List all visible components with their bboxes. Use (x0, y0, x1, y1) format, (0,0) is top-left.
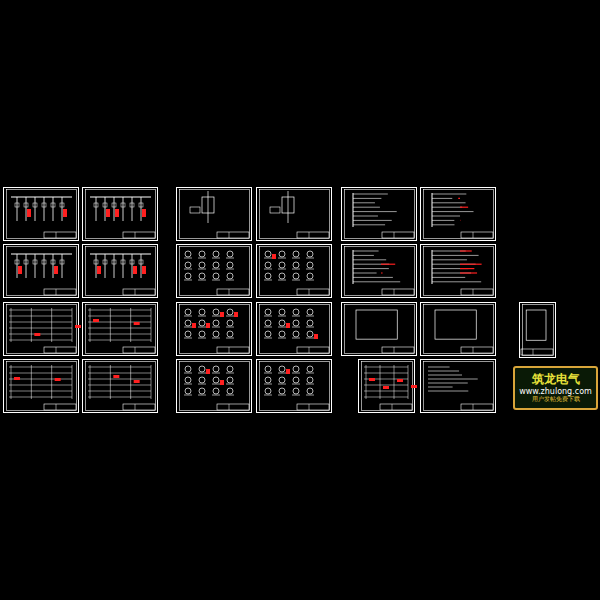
watermark-text: 用户发帖免费下载 (532, 396, 580, 403)
drawing-sheet (177, 245, 252, 298)
drawing-sheet (421, 303, 496, 356)
watermark-box: 筑龙电气www.zhulong.com用户发帖免费下载 (513, 366, 598, 410)
watermark-text: 筑龙电气 (532, 373, 580, 387)
drawing-sheet (83, 245, 158, 298)
drawing-sheet (177, 188, 252, 241)
drawing-sheet (177, 360, 252, 413)
drawing-sheet (83, 188, 158, 241)
drawing-sheet (342, 245, 417, 298)
drawing-sheet (342, 188, 417, 241)
drawing-sheet (83, 360, 158, 413)
drawing-sheet (4, 188, 79, 241)
drawing-sheet (257, 245, 332, 298)
drawing-sheet (421, 360, 496, 413)
drawing-sheet (421, 245, 496, 298)
drawing-sheet (520, 303, 556, 358)
drawing-sheet (4, 303, 82, 356)
drawing-sheet (257, 360, 332, 413)
drawing-sheet (257, 188, 332, 241)
watermark-text: www.zhulong.com (519, 387, 592, 396)
drawing-sheet (177, 303, 252, 356)
drawing-sheet (359, 360, 418, 413)
drawing-sheet (4, 360, 79, 413)
drawing-sheet (83, 303, 158, 356)
drawing-sheet (342, 303, 417, 356)
drawing-sheet (421, 188, 496, 241)
drawing-sheet (4, 245, 79, 298)
drawing-sheet (257, 303, 332, 356)
